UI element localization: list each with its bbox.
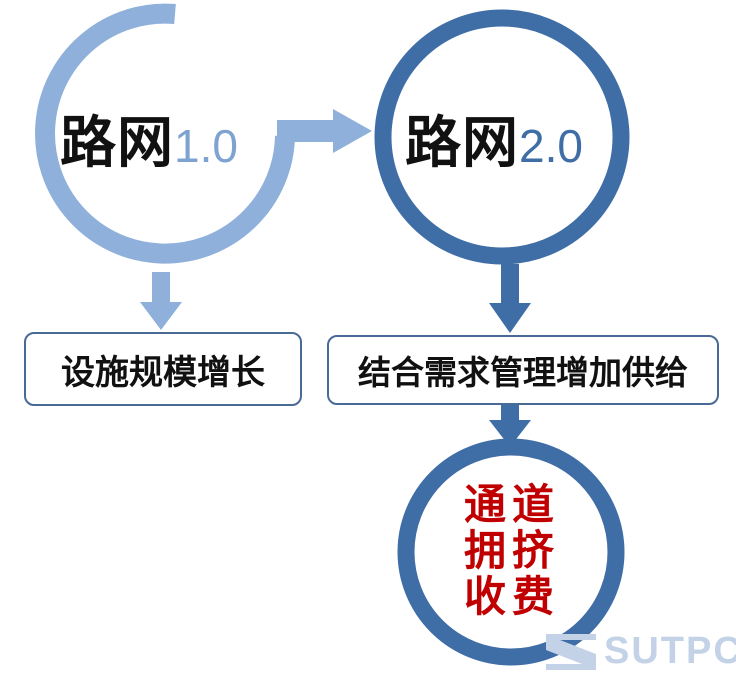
logo-mark-icon xyxy=(546,633,596,670)
road2-label: 路网 2.0 xyxy=(405,98,583,179)
down-arrow-2-head xyxy=(489,303,531,333)
result-ring xyxy=(397,438,625,666)
sutpc-logo: SUTPC xyxy=(546,630,736,673)
road2-zh: 路网 xyxy=(405,111,519,176)
result-line-1: 通道 xyxy=(463,480,560,529)
road1-label: 路网 1.0 xyxy=(60,98,238,179)
logo-text: SUTPC xyxy=(604,630,736,672)
road1-ring xyxy=(35,3,295,264)
down-arrow-3-shaft xyxy=(501,402,519,424)
road1-version: 1.0 xyxy=(174,120,238,172)
upgrade-arrow-head xyxy=(333,109,372,153)
result-line-2: 拥挤 xyxy=(463,526,560,575)
down-arrow-1-shaft xyxy=(152,272,170,308)
result-text: 通道 拥挤 收费 xyxy=(462,482,562,620)
road2-ring xyxy=(374,9,630,265)
road2-version: 2.0 xyxy=(519,120,583,172)
demand-management-box: 结合需求管理增加供给 xyxy=(327,335,719,405)
facility-growth-box: 设施规模增长 xyxy=(24,332,302,406)
down-arrow-2-shaft xyxy=(501,264,519,308)
down-arrow-3-head xyxy=(489,420,531,447)
road1-zh: 路网 xyxy=(60,111,174,176)
down-arrow-1-head xyxy=(140,302,182,330)
result-line-3: 收费 xyxy=(463,572,560,621)
